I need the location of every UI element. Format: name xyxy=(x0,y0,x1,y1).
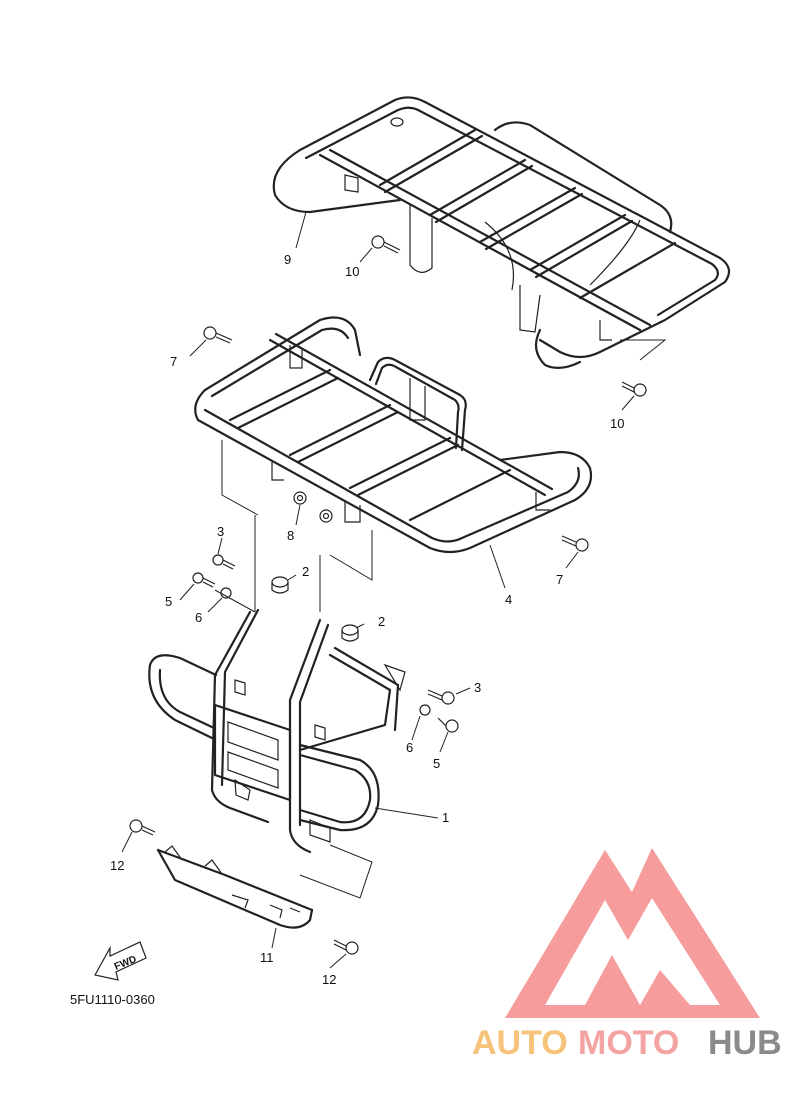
callout-5-right: 5 xyxy=(433,756,440,771)
front-guard xyxy=(148,589,406,899)
rear-carrier xyxy=(272,96,731,369)
callout-6-right: 6 xyxy=(406,740,413,755)
watermark-auto: AUTO xyxy=(472,1024,568,1062)
callout-10-top: 10 xyxy=(345,264,359,279)
callout-3-left: 3 xyxy=(217,524,224,539)
fwd-arrow-icon: FWD xyxy=(94,941,147,981)
callout-11: 11 xyxy=(260,950,274,965)
fwd-label: FWD xyxy=(113,954,138,973)
callout-3-right: 3 xyxy=(474,680,481,695)
callout-5-left: 5 xyxy=(165,594,172,609)
callout-1: 1 xyxy=(442,810,449,825)
callout-2-left: 2 xyxy=(302,564,309,579)
callout-9: 9 xyxy=(284,252,291,267)
skid-plate xyxy=(156,845,314,929)
bolt-10-right xyxy=(621,381,647,397)
callout-6-left: 6 xyxy=(195,610,202,625)
bolt-7-left xyxy=(203,326,233,344)
watermark-hub: HUB xyxy=(708,1024,782,1062)
watermark-logo-icon xyxy=(505,848,760,1018)
callout-2-right: 2 xyxy=(378,614,385,629)
callout-7-right: 7 xyxy=(556,572,563,587)
callout-12-right: 12 xyxy=(322,972,336,987)
callout-4: 4 xyxy=(505,592,512,607)
watermark-moto: MOTO xyxy=(578,1024,679,1062)
watermark-text: AUTO MOTO HUB xyxy=(472,1024,782,1062)
callout-7-left: 7 xyxy=(170,354,177,369)
callout-labels: 9 10 10 7 7 8 4 3 3 2 2 5 5 6 6 1 12 12 … xyxy=(110,252,624,987)
leader-lines xyxy=(121,211,635,969)
diagram-code: 5FU1110-0360 xyxy=(70,992,155,1007)
front-carrier xyxy=(194,316,593,612)
callout-12-left: 12 xyxy=(110,858,124,873)
callout-10-right: 10 xyxy=(610,416,624,431)
hardware xyxy=(129,235,647,955)
callout-8: 8 xyxy=(287,528,294,543)
bolt-10-top xyxy=(371,235,401,254)
bolt-7-right xyxy=(561,535,589,552)
